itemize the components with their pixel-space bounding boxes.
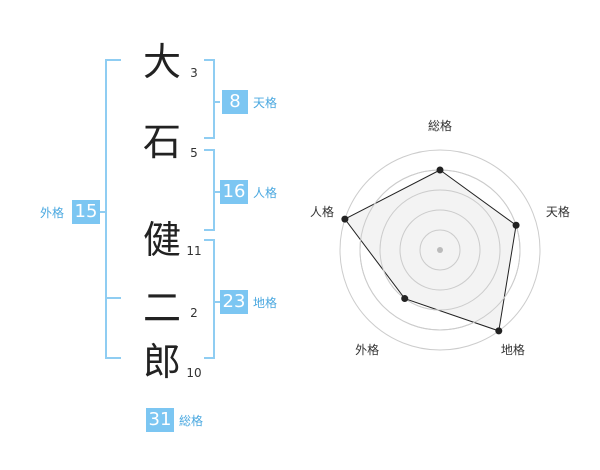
name-char-4: 二 [142, 286, 181, 330]
stroke-count-2: 5 [190, 146, 198, 160]
stroke-count-5: 10 [186, 366, 202, 380]
jinkaku-badge: 16 [220, 180, 248, 204]
radar-point-3 [495, 327, 503, 335]
radar-point-5 [341, 215, 349, 223]
radar-ring [339, 149, 541, 351]
stroke-count-4: 2 [190, 306, 198, 320]
chikaku-label: 地格 [253, 296, 278, 310]
radar-axis-label-5: 人格 [310, 204, 335, 219]
radar-center-dot [437, 247, 443, 253]
radar-axis-label-4: 外格 [355, 343, 380, 358]
radar-axis-label-3: 地格 [500, 343, 525, 358]
name-char-5: 郎 [142, 340, 181, 384]
gaikaku-badge: 15 [72, 200, 100, 224]
radar-point-4 [401, 295, 409, 303]
stroke-count-1: 3 [190, 66, 198, 80]
chikaku-badge: 23 [220, 290, 248, 314]
tenkaku-bracket [204, 59, 215, 139]
name-char-1: 大 [142, 40, 181, 84]
gaikaku-label: 外格 [40, 206, 65, 220]
radar-axis-label-1: 総格 [427, 119, 452, 133]
radar-axis-label-2: 天格 [545, 204, 570, 219]
radar-inner-ring [419, 229, 461, 271]
radar-point-1 [436, 166, 444, 174]
jinkaku-label: 人格 [253, 186, 278, 200]
radar-inner-ring [399, 209, 481, 291]
name-char-3: 健 [142, 218, 181, 262]
tenkaku-label: 天格 [253, 96, 278, 110]
stroke-count-3: 11 [186, 244, 202, 258]
soukaku-badge: 31 [146, 408, 174, 432]
soukaku-label: 総格 [179, 414, 204, 428]
tenkaku-badge: 8 [222, 90, 248, 114]
chikaku-bracket [204, 239, 215, 359]
radar-inner-ring [379, 189, 501, 311]
gaikaku-bracket [105, 59, 121, 359]
jinkaku-bracket [204, 149, 215, 231]
radar-data-polygon [344, 169, 517, 332]
name-char-2: 石 [142, 120, 181, 164]
radar-point-2 [512, 221, 520, 229]
